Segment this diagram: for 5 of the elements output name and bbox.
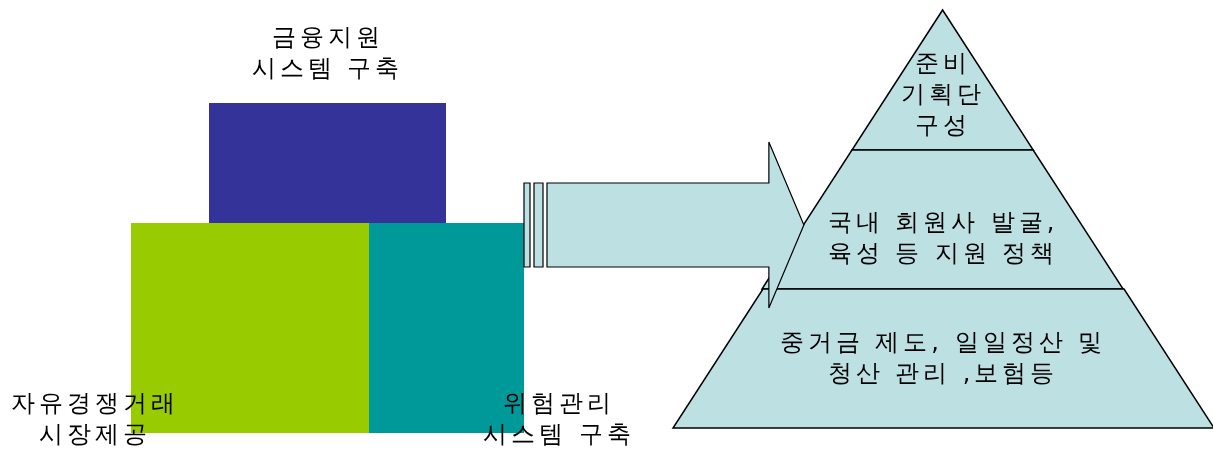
node-label: 중거금 제도, 일일정산 및 청산 관리 ,보험등 <box>778 327 1108 389</box>
node-label: 국내 회원사 발굴, 육성 등 지원 정책 <box>826 207 1060 269</box>
node-label: 금융지원 시스템 구축 <box>250 22 405 84</box>
block-arrow <box>523 141 805 309</box>
node-label: 준비 기획단 구성 <box>900 48 986 141</box>
